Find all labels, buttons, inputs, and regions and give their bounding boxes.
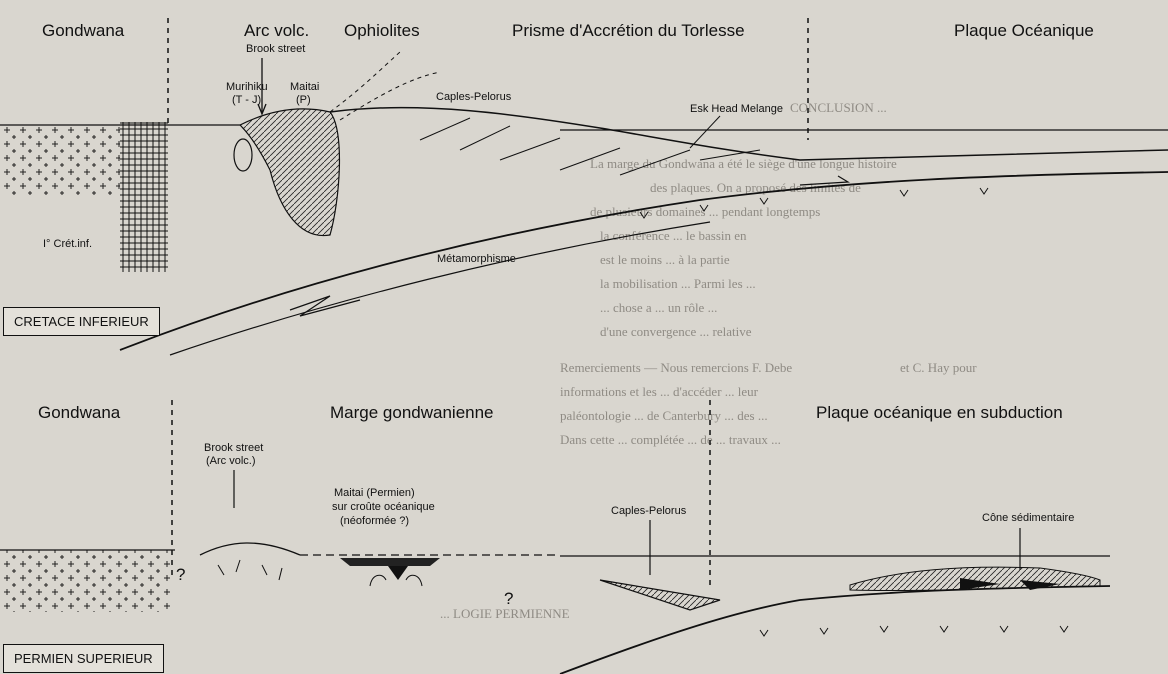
label-murihiku-age: (T - J): [232, 94, 261, 106]
batholith: [120, 122, 168, 272]
label-prisme: Prisme d'Accrétion du Torlesse: [512, 21, 745, 40]
bg-heading-2: ... LOGIE PERMIENNE: [440, 606, 570, 621]
label-esk-head: Esk Head Melange: [690, 103, 783, 115]
label-caples-pelorus-top: Caples-Pelorus: [436, 91, 512, 103]
label-maitai-age: (P): [296, 94, 311, 106]
label-gondwana-top: Gondwana: [42, 21, 125, 40]
gondwana-crust-bottom: [0, 550, 170, 612]
label-brook-street-bottom: Brook street: [204, 442, 263, 454]
bg-line: Remerciements — Nous remercions F. Debe: [560, 360, 792, 375]
trench-wedge: [600, 580, 720, 610]
label-maitai: Maitai: [290, 81, 319, 93]
bg-line: paléontologie ... de Canterbury ... des …: [560, 408, 768, 423]
label-cone-sedimentaire: Cône sédimentaire: [982, 512, 1074, 524]
label-arc-volc-bottom: (Arc volc.): [206, 455, 256, 467]
background-document-text: CONCLUSION ... La marge du Gondwana a ét…: [440, 100, 977, 621]
label-brook-street-top: Brook street: [246, 43, 305, 55]
maitai-basin: [340, 558, 440, 566]
ophiolite-body: [240, 109, 339, 236]
bg-heading-1: CONCLUSION ...: [790, 100, 887, 115]
subduction-slab-bottom: [560, 586, 1110, 674]
bg-line: informations et les ... d'accéder ... le…: [560, 384, 759, 399]
oceanic-v-marks-bottom: [760, 626, 1068, 636]
arc-mound: [200, 543, 300, 555]
label-arc-volc-top: Arc volc.: [244, 21, 309, 40]
label-gondwana-bottom: Gondwana: [38, 403, 121, 422]
label-croute-oceanique: sur croûte océanique: [332, 501, 435, 513]
bg-line: d'une convergence ... relative: [600, 324, 752, 339]
age-box-permien: PERMIEN SUPERIEUR: [3, 644, 164, 673]
bg-line: Dans cette ... complétée ... de ... trav…: [560, 432, 781, 447]
bg-line: ... chose a ... un rôle ...: [600, 300, 717, 315]
label-cret-inf: I° Crét.inf.: [43, 238, 92, 250]
age-box-cretace: CRETACE INFERIEUR: [3, 307, 160, 336]
bottom-cross-section: Gondwana Marge gondwanienne Plaque océan…: [0, 400, 1110, 674]
label-murihiku: Murihiku: [226, 81, 268, 93]
label-plaque-subduction: Plaque océanique en subduction: [816, 403, 1063, 422]
question-mark: ?: [176, 565, 185, 584]
bg-line: est le moins ... à la partie: [600, 252, 730, 267]
question-mark-2: ?: [504, 589, 513, 608]
bg-line: et C. Hay pour: [900, 360, 977, 375]
top-cross-section: Gondwana Arc volc. Brook street Ophiolit…: [0, 18, 1168, 355]
label-metamorphisme: Métamorphisme: [437, 253, 516, 265]
bg-line: la conférence ... le bassin en: [600, 228, 747, 243]
label-marge-gondwanienne: Marge gondwanienne: [330, 403, 494, 422]
label-plaque-oceanique: Plaque Océanique: [954, 21, 1094, 40]
label-neoformee: (néoformée ?): [340, 515, 409, 527]
label-caples-pelorus-bottom: Caples-Pelorus: [611, 505, 687, 517]
gondwana-crust: [0, 125, 120, 195]
label-maitai-permien: Maitai (Permien): [334, 487, 415, 499]
bg-line: la mobilisation ... Parmi les ...: [600, 276, 756, 291]
label-ophiolites: Ophiolites: [344, 21, 420, 40]
